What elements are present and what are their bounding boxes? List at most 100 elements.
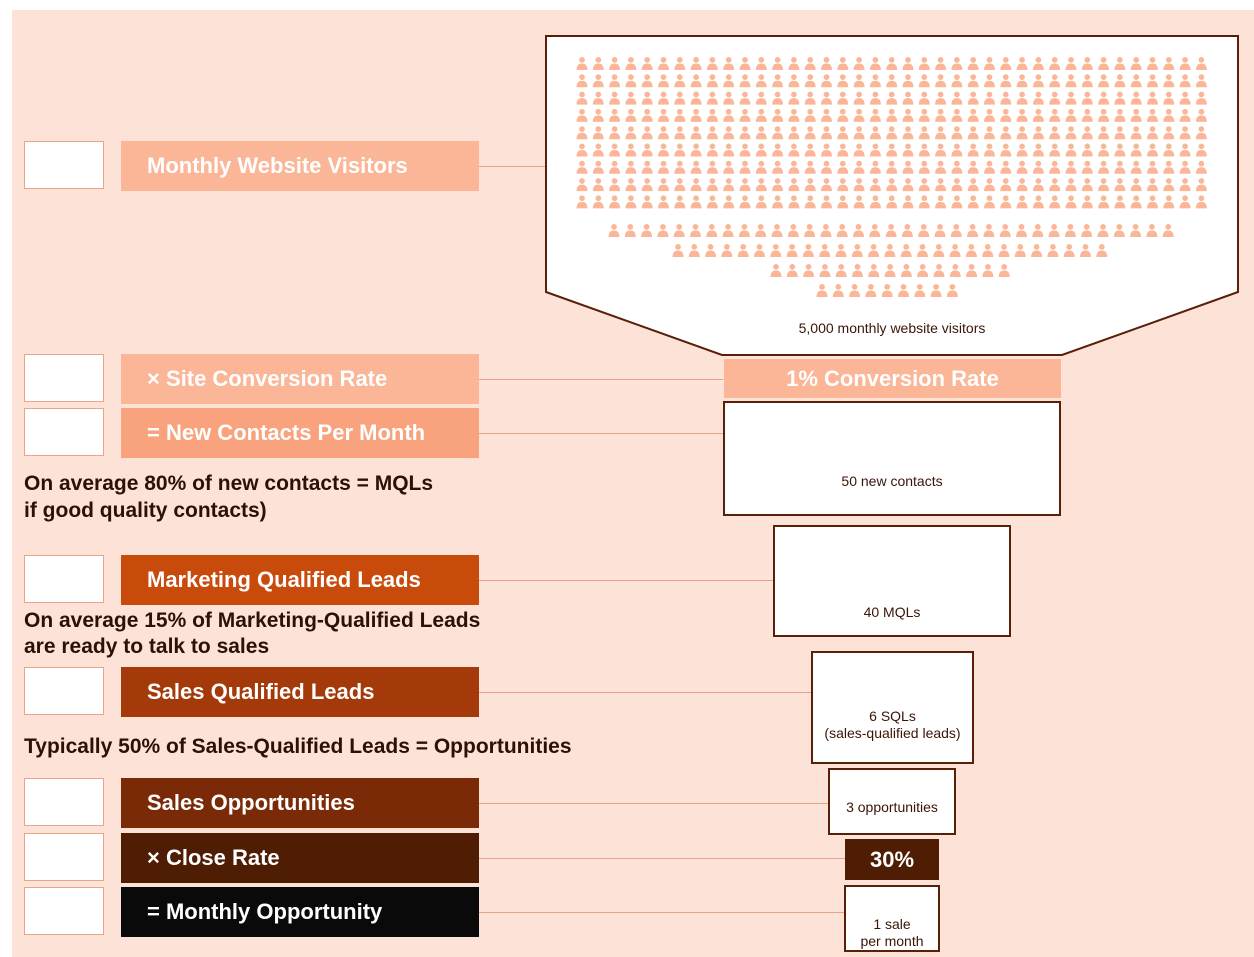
person-icon [853,143,865,157]
mql-note-line2: if good quality contacts) [24,499,267,522]
person-icon [852,264,863,277]
person-icon [576,91,588,105]
person-icon [674,108,686,122]
opportunities-label: Sales Opportunities [121,778,479,828]
person-icon [917,264,929,277]
monthly-opportunity-input-box[interactable] [24,887,104,935]
sqls-label: Sales Qualified Leads [121,667,479,717]
person-icon [835,264,847,277]
person-icon [837,143,849,157]
person-icon [706,108,718,122]
person-icon [674,160,686,174]
person-icon [1065,195,1077,209]
person-icon [690,195,702,209]
mql-note: On average 80% of new contacts = MQLs if… [24,470,433,524]
person-icon [1049,91,1061,105]
person-icon [1081,143,1093,157]
person-icon [625,178,637,192]
person-icon [788,143,800,157]
person-icon [576,178,588,192]
person-icon [576,160,588,174]
person-icon [786,264,798,277]
person-icon [688,244,700,257]
person-icon [886,126,898,140]
person-icon [674,74,686,88]
person-icon [1195,143,1207,157]
person-icon [674,143,686,157]
person-icon [1163,143,1175,157]
person-icon [706,224,718,237]
person-icon [951,195,963,209]
person-icon [1163,195,1175,209]
person-icon [804,74,816,88]
person-icon [625,143,637,157]
person-icon [853,74,865,88]
person-icon [1081,178,1093,192]
person-icon [902,160,914,174]
person-icon [984,57,995,70]
person-icon [788,195,800,209]
person-icon [641,195,653,209]
person-icon [837,126,849,140]
person-icon [772,143,784,157]
mqls-label: Marketing Qualified Leads [121,555,479,605]
person-icon [918,91,930,105]
conversion-input-box[interactable] [24,354,104,402]
person-icon [935,108,947,122]
person-icon [1000,143,1012,157]
sqls-input-box[interactable] [24,667,104,715]
person-icon [951,178,963,192]
person-icon [755,178,767,192]
person-icon [738,224,750,237]
person-icon [1195,57,1207,70]
person-icon [658,74,669,88]
person-icon [1195,91,1207,105]
person-icon [609,108,621,122]
person-icon [946,284,958,297]
person-icon [804,195,816,209]
person-icon [1147,91,1158,105]
person-icon [984,160,995,174]
person-icon [658,126,669,140]
person-icon [1016,224,1027,237]
person-icon [1114,74,1126,88]
person-icon [1179,57,1191,70]
person-icon [1130,143,1142,157]
close-rate-input-box[interactable] [24,833,104,881]
person-icon [641,224,653,237]
mqls-input-box[interactable] [24,555,104,603]
person-icon [1195,160,1207,174]
person-icon [816,284,828,297]
person-icon [1114,143,1126,157]
person-icon [1098,178,1110,192]
person-icon [1163,160,1175,174]
person-icon [886,91,898,105]
visitors-input-box[interactable] [24,141,104,189]
person-icon [918,224,930,237]
person-icon [1081,195,1093,209]
person-icon [1179,74,1191,88]
person-icon [706,160,718,174]
person-icon [967,224,979,237]
person-icon [837,178,849,192]
person-icon [771,224,783,237]
person-icon [884,264,896,277]
person-icon [918,178,930,192]
conversion-rate-bar: 1% Conversion Rate [724,359,1061,398]
person-icon [1114,91,1126,105]
person-icon [723,143,735,157]
person-icon [835,244,847,257]
opportunities-input-box[interactable] [24,778,104,826]
person-icon [837,91,849,105]
visitors-caption: 5,000 monthly website visitors [798,320,986,336]
person-icon [865,284,877,297]
person-icon [1049,160,1061,174]
sqls-connector [479,692,811,693]
contacts-input-box[interactable] [24,408,104,456]
person-icon [609,74,621,88]
person-icon [1032,224,1044,237]
person-icon [982,244,994,257]
opportunity-note: Typically 50% of Sales-Qualified Leads =… [24,735,572,758]
person-icon [625,108,637,122]
